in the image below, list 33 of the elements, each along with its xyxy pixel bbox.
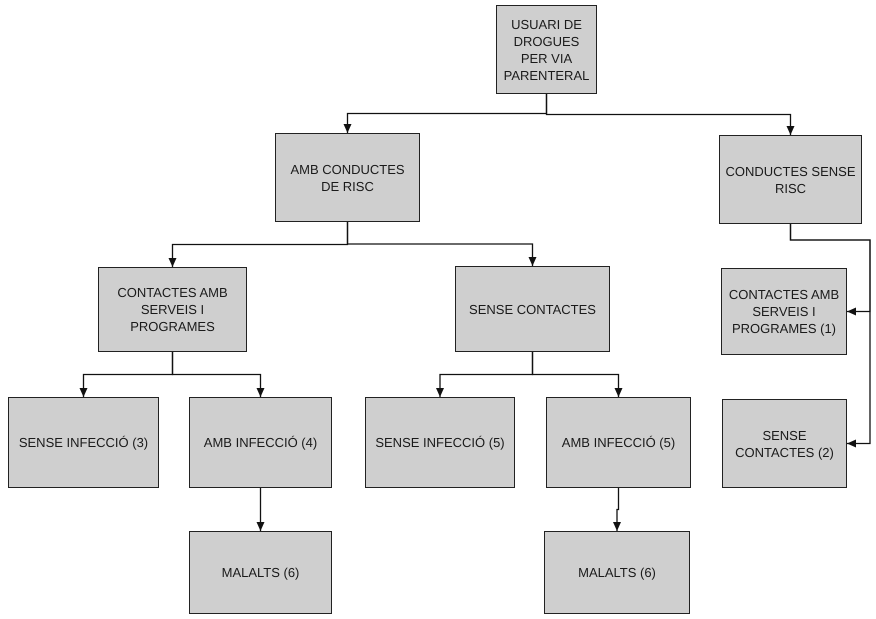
- process-box: [722, 399, 847, 488]
- box-label: AMB INFECCIÓ (5): [562, 434, 676, 451]
- process-box: [719, 135, 862, 224]
- process-box: [8, 397, 159, 488]
- box-label: AMB INFECCIÓ (4): [204, 434, 318, 451]
- connector-arrow: [546, 94, 794, 135]
- process-box: [365, 397, 515, 488]
- box-label: CONTACTES AMB SERVEIS I PROGRAMES (1): [728, 286, 840, 337]
- process-box: [546, 397, 691, 488]
- box-label: SENSE CONTACTES (2): [734, 426, 835, 460]
- box-label: USUARI DE DROGUES PER VIA PARENTERAL: [502, 16, 590, 84]
- connector-arrow: [532, 352, 622, 397]
- connector-arrow: [172, 352, 264, 397]
- process-box: [496, 5, 597, 94]
- connector-arrow: [790, 224, 871, 448]
- box-label: MALALTS (6): [222, 564, 300, 581]
- process-box: [455, 266, 610, 352]
- box-label: CONDUCTES SENSE RISC: [724, 162, 857, 196]
- box-label: SENSE INFECCIÓ (5): [375, 434, 505, 451]
- connector-arrow: [256, 488, 264, 531]
- box-label: MALALTS (6): [578, 564, 656, 581]
- process-box: [544, 531, 690, 614]
- process-box: [721, 268, 847, 355]
- process-box: [189, 531, 332, 614]
- process-box: [189, 397, 332, 488]
- process-box: [98, 267, 247, 352]
- box-label: AMB CONDUCTES DE RISC: [289, 160, 406, 194]
- process-box: [275, 133, 420, 222]
- connector-arrow: [346, 222, 536, 266]
- box-label: SENSE CONTACTES: [469, 300, 596, 318]
- box-label: CONTACTES AMB SERVEIS I PROGRAMES: [116, 284, 229, 335]
- connector-arrow: [613, 488, 621, 531]
- box-label: SENSE INFECCIÓ (3): [18, 434, 148, 451]
